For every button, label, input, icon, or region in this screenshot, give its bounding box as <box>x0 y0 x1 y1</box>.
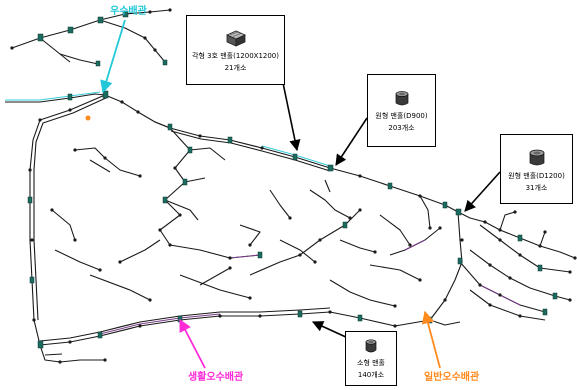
sanitary-pipe-arrow <box>179 318 206 369</box>
round-manhole-icon <box>529 149 544 165</box>
round-manhole-icon <box>395 91 408 106</box>
d900-manhole-count: 203개소 <box>388 124 415 132</box>
arrow-d1200-manhole <box>464 171 501 212</box>
storm-pipe-arrow <box>100 19 126 94</box>
general-pipe-arrow <box>421 310 441 369</box>
square-manhole-count: 21개소 <box>224 63 247 72</box>
round-manhole-icon <box>365 339 377 353</box>
arrow-d900-manhole <box>335 117 368 166</box>
callout-small-manhole: 소형 맨홀 140개소 <box>345 331 397 386</box>
sanitary-pipe-lines <box>99 239 521 335</box>
arrow-small-manhole <box>311 321 349 339</box>
pipe-lines <box>5 9 576 363</box>
callout-square-manhole: 각형 3호 맨홀(1200X1200) 21개소 <box>186 15 285 85</box>
d1200-manhole-name: 원형 맨홀(D1200) <box>508 171 565 180</box>
manhole-nodes <box>27 10 558 349</box>
orange-node <box>85 115 91 121</box>
small-nodes <box>10 8 577 364</box>
square-manhole-name: 각형 3호 맨홀(1200X1200) <box>192 51 279 60</box>
callout-arrows <box>282 82 501 339</box>
d900-manhole-name: 원형 맨홀(D900) <box>375 112 428 120</box>
small-manhole-count: 140개소 <box>357 371 385 379</box>
general-pipe-label: 일반오수배관 <box>424 372 480 383</box>
sanitary-pipe-label: 생활오수배관 <box>188 372 244 383</box>
storm-pipe-line <box>5 91 101 101</box>
small-manhole-name: 소형 맨홀 <box>357 359 385 367</box>
square-manhole-icon <box>225 30 246 47</box>
storm-pipe-label: 우수배관 <box>110 6 147 17</box>
callout-d1200-manhole: 원형 맨홀(D1200) 31개소 <box>500 134 573 204</box>
d1200-manhole-count: 31개소 <box>525 183 548 192</box>
arrow-square-manhole <box>282 82 301 152</box>
callout-d900-manhole: 원형 맨홀(D900) 203개소 <box>367 74 436 147</box>
